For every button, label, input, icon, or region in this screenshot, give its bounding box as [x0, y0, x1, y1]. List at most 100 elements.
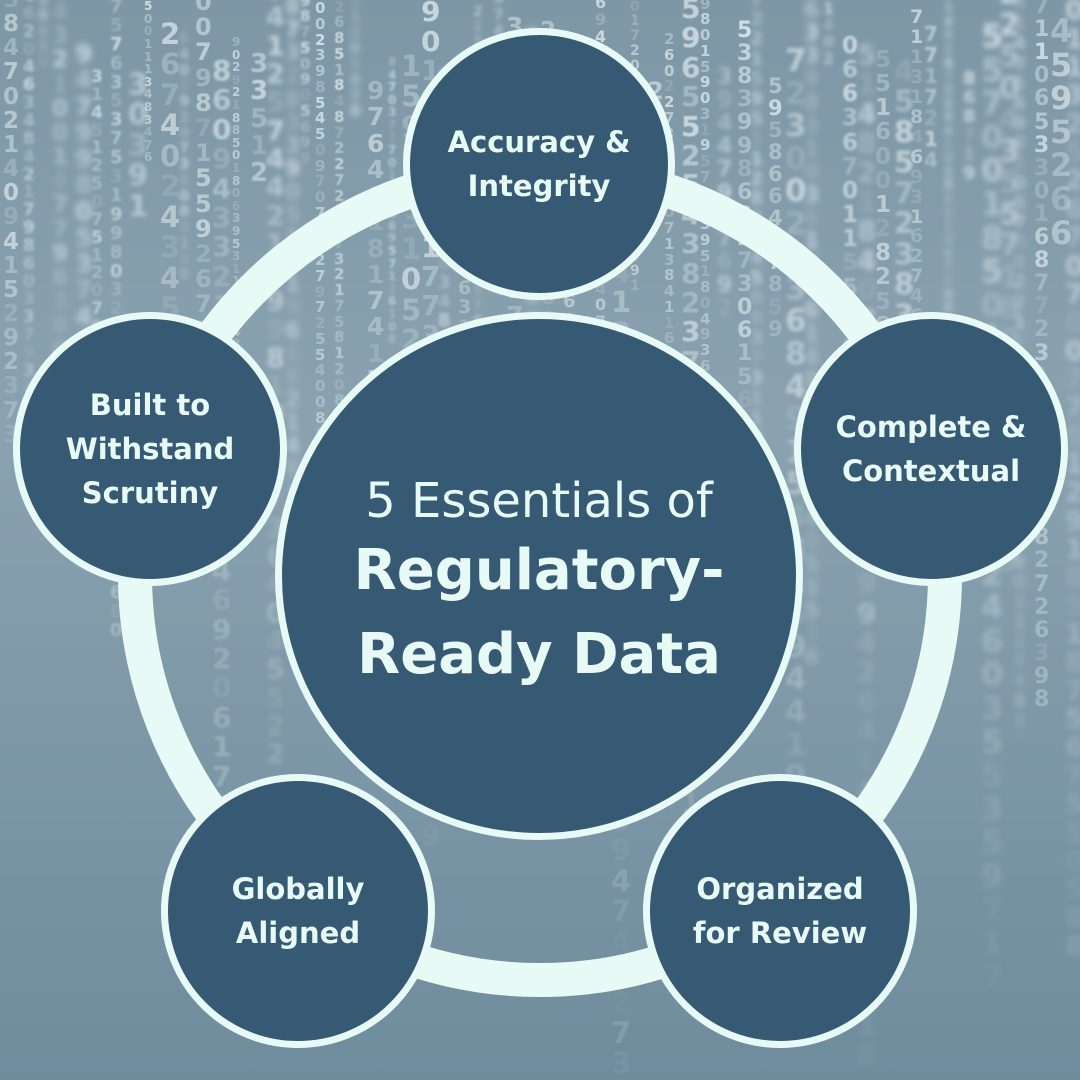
background-digit: 0: [630, 58, 640, 74]
background-digit: 1: [910, 86, 924, 108]
background-digit: 5: [875, 47, 892, 73]
background-digit: 1: [334, 281, 345, 299]
background-digit: 8: [350, 102, 361, 120]
background-digit: 8: [334, 391, 345, 409]
background-digit: 4: [266, 2, 285, 33]
background-digit: 3: [750, 367, 764, 389]
background-digit: 4: [23, 57, 35, 77]
essential-label: Organized for Review: [692, 872, 868, 950]
background-digit: 2: [160, 169, 181, 203]
background-digit: 2: [944, 274, 954, 289]
background-digit: 5: [401, 293, 422, 327]
background-digit: 0: [785, 173, 807, 209]
background-digit: 9: [700, 325, 711, 343]
background-digit: 8: [23, 129, 35, 149]
background-digit: 3: [334, 250, 345, 268]
background-digit: 2: [266, 201, 285, 232]
background-digit: 0: [75, 197, 93, 226]
background-digit: 0: [981, 151, 1004, 189]
background-digit: 8: [944, 192, 954, 207]
background-digit: 7: [981, 84, 1004, 122]
background-digit: 7: [23, 325, 35, 345]
background-digit: 7: [944, 69, 954, 84]
background-digit: 0: [334, 376, 345, 394]
background-digit: 9: [212, 613, 232, 646]
background-digit: 3: [910, 186, 924, 208]
background-digit: 9: [768, 317, 783, 341]
background-digit: 2: [681, 286, 701, 319]
essential-accuracy-integrity: Accuracy & Integrity: [403, 28, 675, 300]
background-digit: 3: [232, 249, 241, 263]
background-digit: 7: [388, 143, 397, 157]
background-digit: 3: [804, 622, 820, 647]
background-digit: 7: [334, 234, 345, 252]
background-digit: 5: [3, 277, 20, 303]
background-digit: 1: [910, 46, 924, 68]
background-digit: 1: [737, 341, 753, 366]
background-digit: 5: [334, 45, 345, 63]
background-digit: 6: [38, 6, 49, 24]
background-digit: 2: [750, 8, 764, 30]
background-digit: 4: [910, 285, 924, 307]
background-digit: 0: [315, 0, 326, 17]
background-digit: 5: [681, 0, 701, 25]
background-digit: 4: [944, 56, 954, 71]
background-digit: 7: [52, 192, 69, 218]
background-digit: 5: [981, 51, 1004, 89]
background-digit: 5: [750, 267, 764, 289]
background-digit: 3: [128, 67, 149, 101]
background-digit: 1: [857, 67, 877, 100]
background-digit: 8: [963, 106, 976, 127]
background-digit: 0: [750, 287, 764, 309]
background-digit: 9: [700, 136, 711, 154]
background-digit: 5: [750, 108, 764, 130]
background-digit: 3: [212, 230, 232, 263]
background-digit: 9: [179, 92, 190, 110]
background-digit: 2: [785, 76, 807, 112]
background-digit: 8: [944, 110, 954, 125]
background-digit: 9: [421, 822, 440, 850]
background-digit: 1: [38, 0, 48, 7]
background-digit: 7: [630, 28, 640, 44]
background-digit: 7: [924, 43, 938, 67]
background-digit: 4: [700, 310, 711, 328]
background-digit: 3: [681, 227, 701, 260]
background-digit: 6: [944, 28, 954, 43]
background-digit: 0: [804, 160, 820, 185]
background-digit: 3: [700, 215, 711, 233]
background-digit: 2: [266, 739, 285, 770]
background-digit: 4: [664, 282, 675, 300]
background-digit: 2: [630, 43, 640, 59]
background-digit: 1: [963, 144, 976, 165]
background-digit: 6: [232, 199, 241, 213]
background-digit: 4: [23, 111, 35, 131]
background-digit: 1: [664, 314, 675, 332]
background-digit: 6: [910, 225, 924, 247]
background-digit: 1: [924, 127, 938, 151]
background-digit: 0: [421, 25, 441, 58]
background-digit: 8: [38, 37, 49, 55]
background-digit: 1: [91, 246, 103, 266]
background-digit: 3: [144, 75, 153, 89]
background-digit: 1: [91, 138, 103, 158]
background-digit: 9: [75, 144, 93, 173]
background-digit: 3: [179, 155, 190, 173]
background-digit: 4: [981, 588, 1004, 626]
background-digit: 7: [700, 168, 711, 186]
background-digit: 6: [285, 319, 301, 344]
background-digit: 3: [285, 134, 301, 159]
background-digit: 9: [737, 110, 753, 135]
background-digit: 5: [334, 313, 345, 331]
background-digit: 4: [212, 172, 232, 205]
background-digit: 6: [842, 81, 859, 107]
background-digit: 1: [924, 64, 938, 88]
background-digit: 3: [842, 105, 859, 131]
background-digit: 7: [493, 5, 505, 24]
background-digit: 7: [717, 157, 733, 182]
background-digit: 0: [350, 24, 361, 42]
background-digit: 2: [924, 106, 938, 130]
background-digit: 7: [315, 172, 326, 190]
background-digit: 8: [232, 174, 241, 188]
background-digit: 8: [737, 157, 753, 182]
background-digit: 2: [3, 349, 20, 375]
